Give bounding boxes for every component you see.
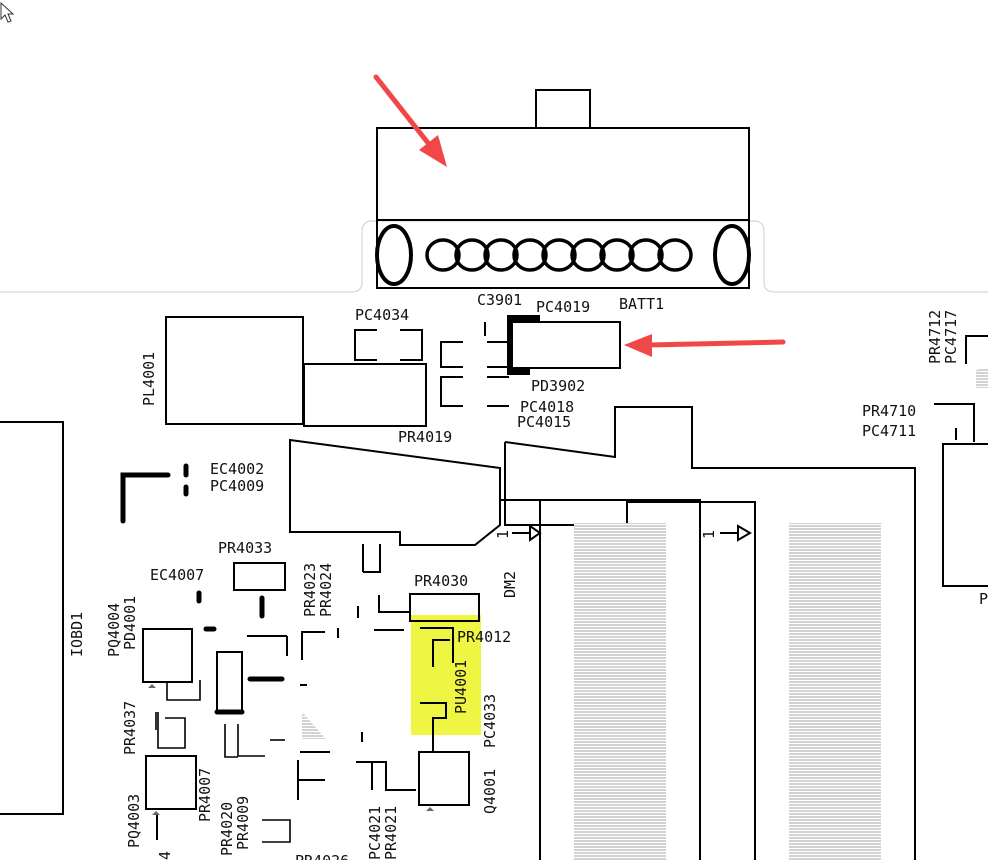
silkscreen-labels: C3901 PC4019 BATT1 PC4034 PD3902 PC4018 … [68, 291, 988, 860]
power-trace-outline [289, 438, 501, 546]
label-pin1-a: 1 [494, 530, 512, 539]
label-dm2: DM2 [501, 571, 519, 598]
diode-pd4001[interactable] [216, 651, 243, 713]
label-pr4033: PR4033 [218, 539, 272, 557]
label-pc4009: PC4009 [210, 477, 264, 495]
label-ec4002: EC4002 [210, 460, 264, 478]
power-trace-outline-4 [500, 499, 701, 860]
label-pd3902: PD3902 [531, 377, 585, 395]
capacitor-pc4034[interactable] [354, 329, 423, 361]
label-pin1-b: 1 [700, 530, 718, 539]
component-pr4712[interactable] [965, 335, 988, 364]
label-q4001: Q4001 [481, 769, 499, 814]
label-pu4001: PU4001 [452, 660, 470, 714]
resistor-pr4020[interactable] [237, 724, 265, 757]
label-pl4001: PL4001 [140, 352, 158, 406]
pin1-marker [720, 524, 752, 542]
transistor-pq4003[interactable] [145, 755, 197, 810]
inductor-pl4001[interactable] [165, 316, 304, 425]
label-ec4007: EC4007 [150, 566, 204, 584]
label-pd4001: PD4001 [121, 596, 139, 650]
capacitor-pc4019[interactable] [509, 321, 621, 369]
pd3902-marker [507, 315, 540, 375]
hatched-pad-right [789, 523, 881, 860]
label-pr4710: PR4710 [862, 402, 916, 420]
label-pq4004: PQ4004 [105, 603, 123, 657]
label-pr4023: PR4023 [301, 563, 319, 617]
label-pc4034: PC4034 [355, 306, 409, 324]
red-arrow-annotation-icon [624, 334, 786, 357]
label-c3901: C3901 [477, 291, 522, 309]
resistor-pr4009[interactable] [262, 819, 291, 843]
resistor-pr4024[interactable] [363, 544, 381, 573]
label-pr4012: PR4012 [457, 628, 511, 646]
label-pc4019: PC4019 [536, 298, 590, 316]
capacitor-pc4015[interactable] [440, 376, 509, 407]
label-iobd1: IOBD1 [68, 612, 86, 657]
pin1-marker [512, 524, 542, 542]
resistor-pr4033[interactable] [233, 562, 286, 591]
label-partial-4: 4 [156, 851, 174, 860]
hatched-pad-left [574, 523, 666, 860]
label-batt1: BATT1 [619, 295, 664, 313]
transistor-pq4004[interactable] [142, 628, 193, 683]
label-partial-p: P [979, 590, 988, 608]
resistor-pr4037[interactable] [157, 712, 186, 749]
ic-pu4001[interactable] [420, 627, 454, 752]
power-trace-outline-5 [539, 500, 756, 860]
label-pr4026: PR4026 [295, 852, 349, 860]
resistor-pr4007[interactable] [224, 724, 238, 758]
hatch-triangle [976, 368, 988, 388]
label-pc4021: PC4021 [366, 806, 384, 860]
label-pr4009: PR4009 [234, 796, 252, 850]
red-arrow-annotation-icon [373, 74, 447, 167]
label-pr4020: PR4020 [218, 802, 236, 856]
label-pr4030: PR4030 [414, 572, 468, 590]
battery-connector-batt1[interactable] [375, 89, 751, 289]
resistor-pr4030[interactable] [409, 593, 480, 622]
power-trace-outline-2 [504, 406, 916, 860]
power-trace-outline-3 [504, 442, 541, 860]
label-pc4717: PC4717 [942, 310, 960, 364]
label-pr4019: PR4019 [398, 428, 452, 446]
capacitor-ec4002 [120, 472, 171, 524]
label-pr4712: PR4712 [926, 310, 944, 364]
label-pr4007: PR4007 [196, 768, 214, 822]
label-pr4037: PR4037 [121, 701, 139, 755]
capacitor-pc4018[interactable] [440, 341, 509, 368]
label-pr4024: PR4024 [317, 563, 335, 617]
label-pr4021: PR4021 [382, 806, 400, 860]
label-pc4015: PC4015 [517, 413, 571, 431]
resistor-pr4019[interactable] [303, 363, 427, 427]
board-outline-divider [0, 220, 988, 293]
component-pc4711[interactable] [934, 403, 975, 442]
label-pc4711: PC4711 [862, 422, 916, 440]
connector-iobd1[interactable] [0, 421, 64, 815]
label-pc4033: PC4033 [481, 694, 499, 748]
transistor-q4001[interactable] [418, 751, 470, 806]
label-pc4018: PC4018 [520, 398, 574, 416]
label-pq4003: PQ4003 [125, 794, 143, 848]
mouse-cursor-icon [0, 1, 15, 23]
component-right-block[interactable] [942, 443, 988, 587]
